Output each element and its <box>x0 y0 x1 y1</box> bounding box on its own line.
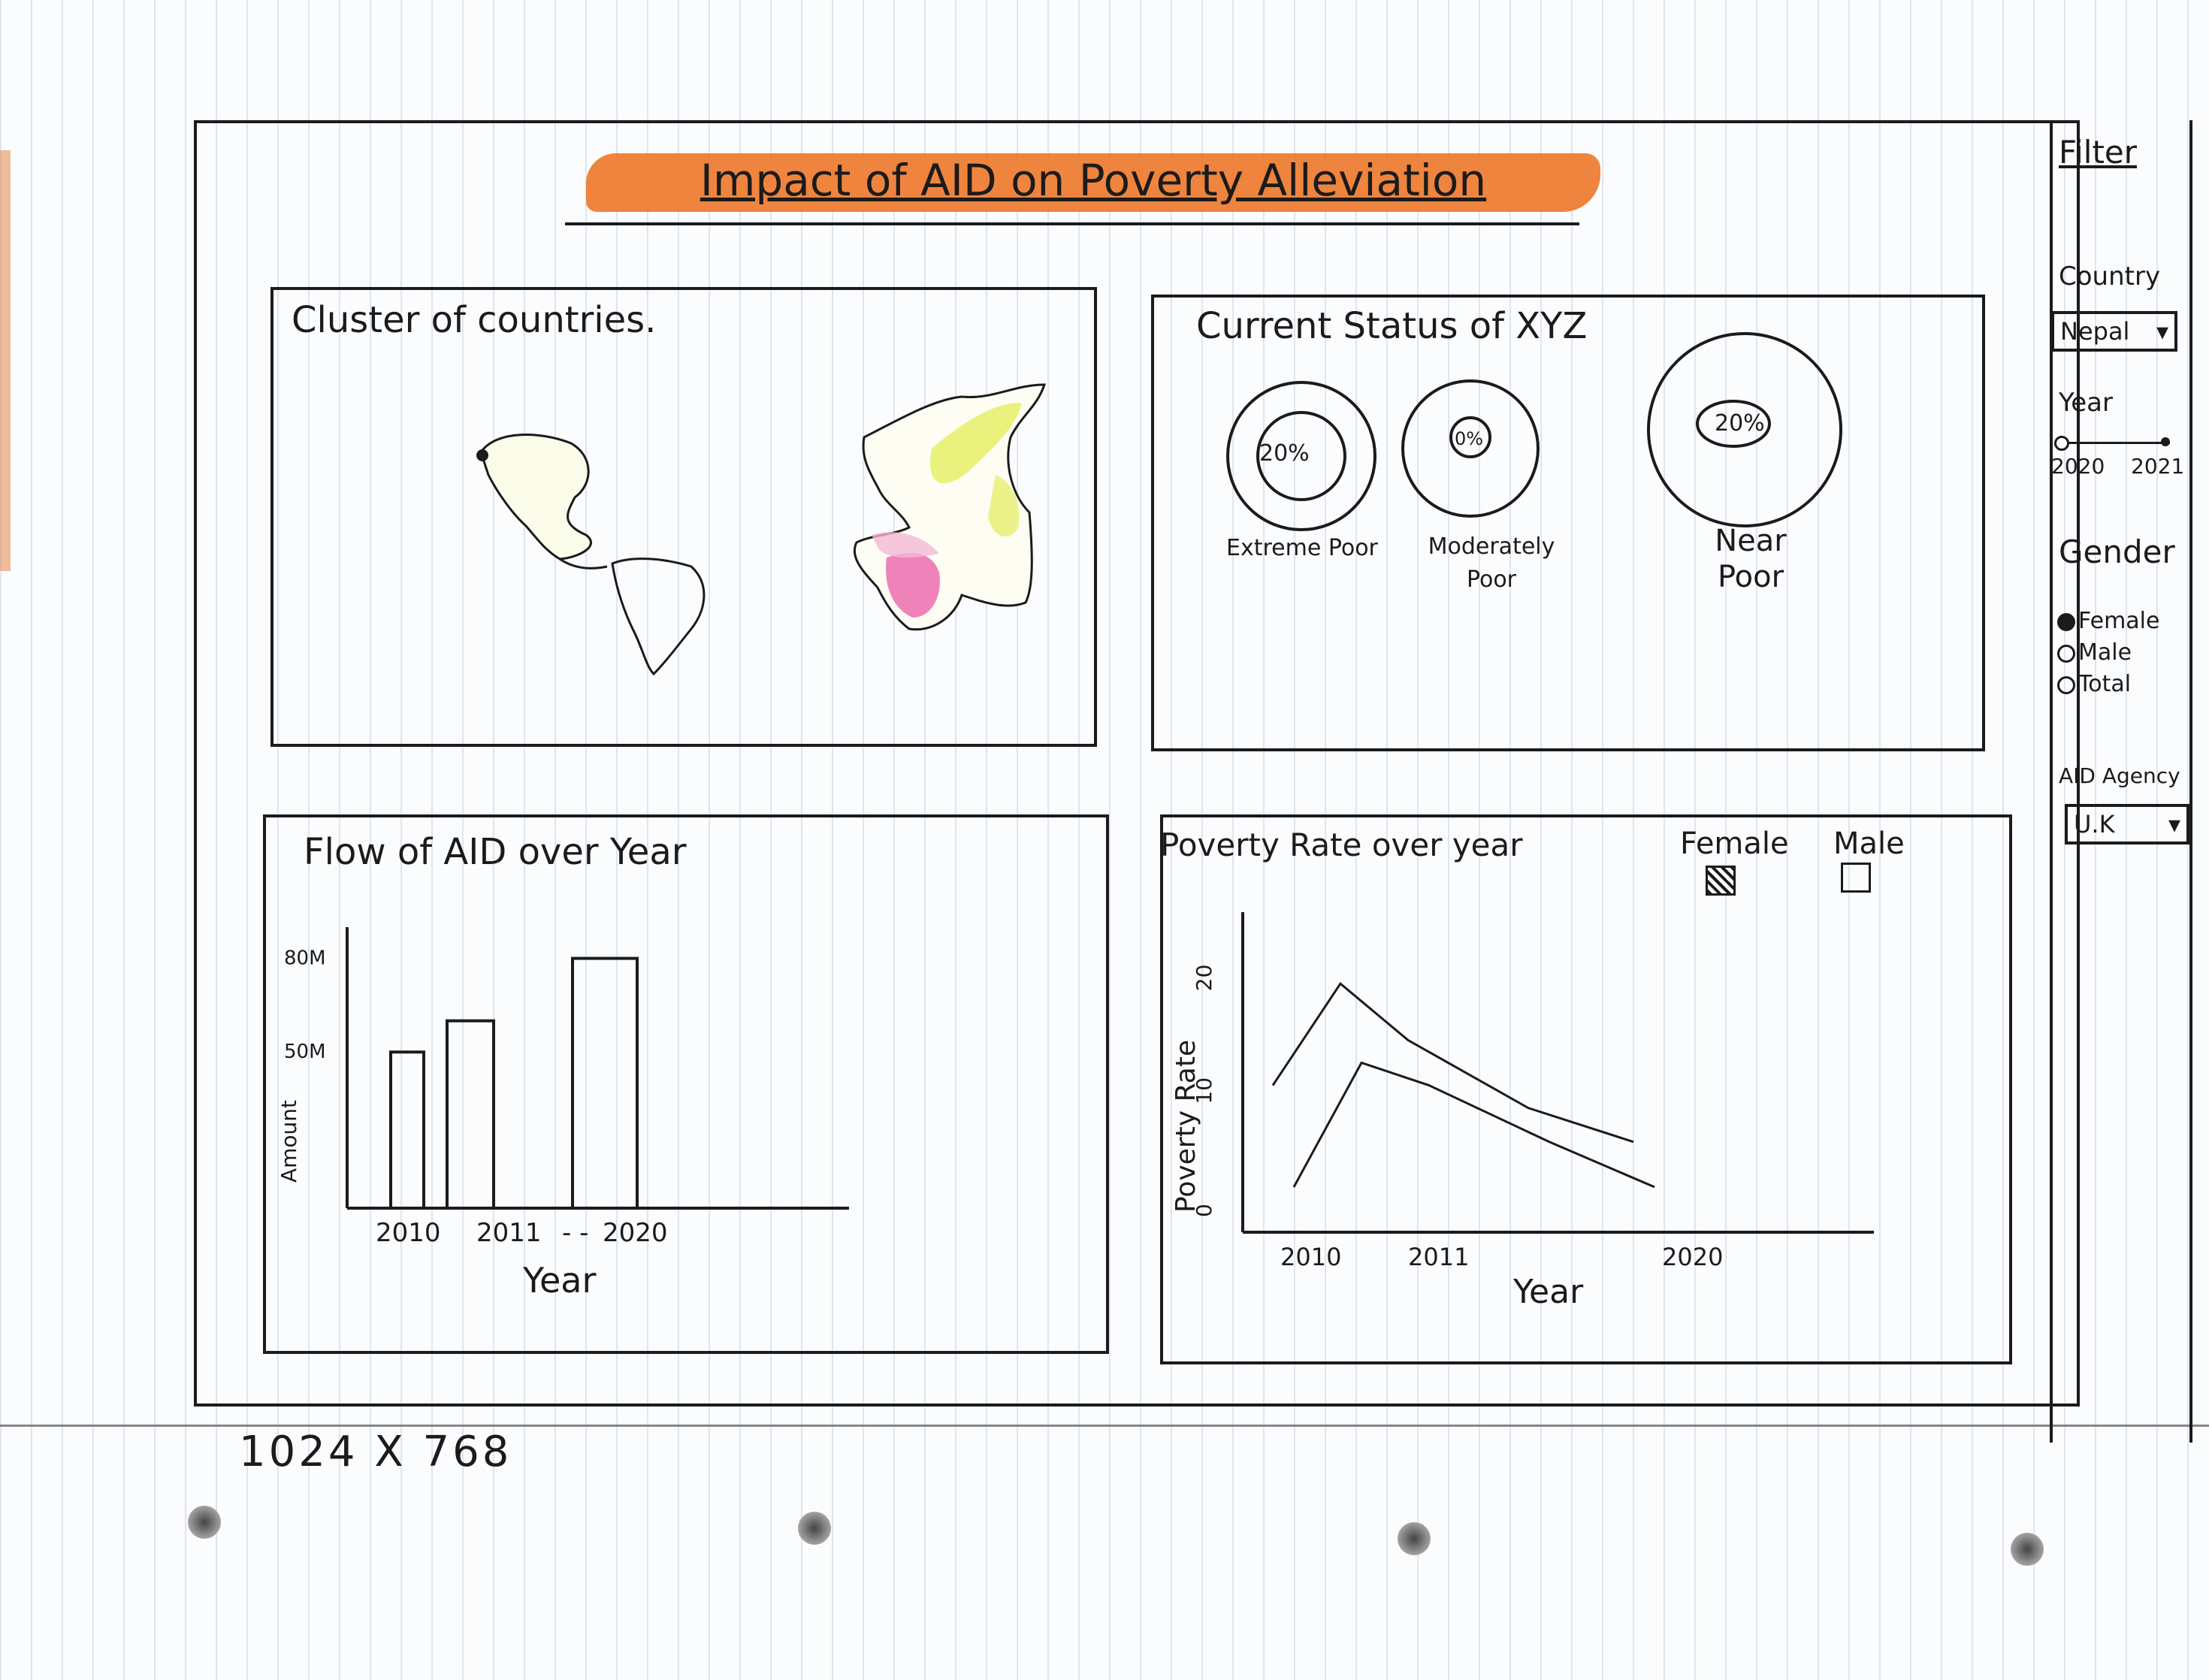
flow-panel <box>263 814 1109 1354</box>
africa-highlight-yellow <box>930 403 1022 484</box>
page-title: Impact of AID on Poverty Alleviation <box>700 155 1487 206</box>
legend-female-label: Female <box>1680 826 1789 861</box>
gender-option-label: Male <box>2078 639 2132 666</box>
gender-option-label: Female <box>2078 608 2160 634</box>
year-slider-end-handle[interactable] <box>2161 437 2170 446</box>
legend-male-checkbox[interactable] <box>1841 863 1871 893</box>
filter-title: Filter <box>2059 134 2138 171</box>
y-tick-label: 10 <box>1192 1077 1216 1104</box>
central-america-shape <box>559 557 608 570</box>
title-underline <box>565 222 1579 225</box>
gender-option-female[interactable]: Female <box>2057 606 2159 637</box>
status-circles <box>1226 332 1842 531</box>
aid-agency-value: U.K <box>2074 810 2115 838</box>
y-tick-label: 20 <box>1192 965 1216 992</box>
near-poor-inner-circle <box>1696 400 1771 448</box>
africa-highlight-lightpink <box>872 532 939 557</box>
dashboard-frame <box>194 120 2080 1407</box>
x-tick-label: - - <box>562 1218 588 1248</box>
year-to-value: 2021 <box>2131 454 2185 479</box>
year-slider-track[interactable] <box>2057 442 2170 444</box>
extreme-poor-outer-circle <box>1226 381 1376 531</box>
aid-agency-label: AID Agency <box>2059 763 2180 788</box>
title-banner: Impact of AID on Poverty Alleviation <box>586 143 1600 218</box>
radio-icon <box>2057 675 2075 694</box>
gender-option-total[interactable]: Total <box>2057 669 2159 700</box>
map-marker <box>476 449 488 461</box>
poverty-panel <box>1160 814 2012 1364</box>
radio-icon <box>2057 612 2075 631</box>
y-tick-label: 50M <box>284 1041 326 1063</box>
africa-outline <box>853 383 1047 631</box>
chevron-down-icon: ▾ <box>2168 810 2180 838</box>
bar <box>446 1019 495 1210</box>
radio-icon <box>2057 644 2075 663</box>
bar <box>389 1050 425 1210</box>
extreme-poor-inner-circle <box>1256 411 1346 501</box>
moderately-poor-label: Moderately Poor <box>1428 533 1555 593</box>
aid-agency-dropdown[interactable]: U.K ▾ <box>2065 804 2189 845</box>
y-axis-label: Amount <box>277 1100 301 1183</box>
title-highlight <box>586 153 1600 212</box>
gender-label: Gender <box>2059 533 2175 570</box>
africa-highlight-yellow-2 <box>988 475 1020 536</box>
gender-radio-group: Female Male Total <box>2057 606 2159 700</box>
near-poor-outer-circle <box>1647 332 1842 527</box>
paper-fold-line <box>0 1425 2209 1427</box>
north-america-shape <box>479 434 592 561</box>
binder-hole <box>2011 1533 2044 1566</box>
africa-highlight-pink <box>886 553 940 618</box>
extreme-poor-value: 20% <box>1259 440 1310 467</box>
x-axis-label: Year <box>522 1260 596 1301</box>
y-tick-label: 0 <box>1192 1204 1216 1217</box>
country-value: Nepal <box>2060 317 2130 346</box>
moderately-poor-value: 0% <box>1455 428 1484 449</box>
x-tick-label: 2011 <box>1408 1243 1469 1271</box>
x-tick-label: 2010 <box>376 1218 441 1248</box>
near-poor-value: 20% <box>1715 410 1765 437</box>
south-america-shape <box>611 557 706 676</box>
paper-edge <box>0 150 11 571</box>
x-tick-label: 2011 <box>476 1218 542 1248</box>
status-panel <box>1151 295 1985 751</box>
map-panel <box>270 287 1097 747</box>
binder-hole <box>1398 1522 1431 1555</box>
year-from-value: 2020 <box>2051 454 2105 479</box>
bar <box>571 956 639 1210</box>
legend-male-label: Male <box>1833 826 1905 861</box>
binder-hole <box>798 1512 831 1545</box>
x-tick-label: 2020 <box>603 1218 668 1248</box>
x-tick-label: 2010 <box>1280 1243 1341 1271</box>
map-sketch <box>476 383 1047 676</box>
line-series-female <box>1271 981 1634 1144</box>
legend-female-checkbox[interactable] <box>1706 866 1736 896</box>
gender-option-male[interactable]: Male <box>2057 637 2159 669</box>
americas-outline <box>479 434 706 676</box>
gender-option-label: Total <box>2078 671 2132 697</box>
extreme-poor-label: Extreme Poor <box>1226 535 1378 561</box>
country-label: Country <box>2059 261 2161 292</box>
filter-sidebar <box>2050 120 2192 1443</box>
year-slider-start-handle[interactable] <box>2054 436 2069 451</box>
near-poor-label: Near Poor <box>1715 524 1787 594</box>
canvas-size-note: 1024 X 768 <box>239 1428 512 1476</box>
map-panel-title: Cluster of countries. <box>292 299 657 341</box>
moderately-poor-outer-circle <box>1401 379 1540 518</box>
poverty-panel-title: Poverty Rate over year <box>1160 826 1523 863</box>
y-axis-label: Poverty Rate <box>1171 1040 1201 1213</box>
x-tick-label: 2020 <box>1662 1243 1723 1271</box>
line-series-male <box>1292 1061 1655 1189</box>
year-label: Year <box>2059 388 2113 418</box>
y-tick-label: 80M <box>284 947 326 970</box>
chevron-down-icon: ▾ <box>2156 317 2168 346</box>
status-panel-title: Current Status of XYZ <box>1196 305 1588 347</box>
flow-panel-title: Flow of AID over Year <box>304 831 687 873</box>
x-axis-label: Year <box>1512 1273 1584 1311</box>
country-dropdown[interactable]: Nepal ▾ <box>2051 311 2177 352</box>
binder-hole <box>188 1506 221 1539</box>
moderately-poor-inner-circle <box>1449 416 1491 458</box>
